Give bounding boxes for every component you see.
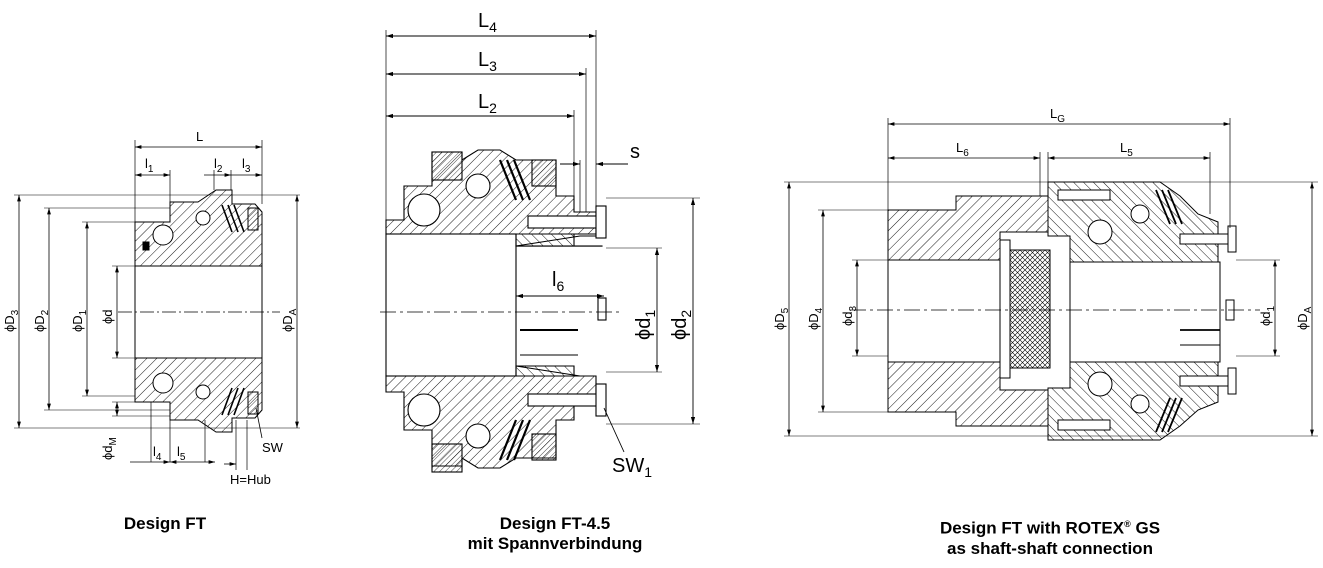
caption-design-ft: Design FT	[100, 514, 230, 534]
ft-label-dM: ϕdM	[100, 437, 119, 460]
ft-bore	[135, 266, 262, 358]
ft45-screw-lower	[528, 394, 598, 406]
ft-label-l4: l4	[153, 444, 162, 463]
ft45-screw-upper	[528, 216, 598, 228]
ft-ball-upper	[196, 211, 210, 225]
ftgs-right-bore	[1070, 262, 1220, 362]
ft-label-D3: ϕD3	[2, 309, 21, 332]
caption-design-ft45-line1: Design FT-4.5	[440, 514, 670, 534]
ft45-bearing-ball-upper	[408, 194, 440, 226]
ft-label-l5: l5	[177, 444, 186, 463]
ftgs-label-D4: ϕD4	[806, 307, 825, 330]
ft-label-d: ϕd	[100, 309, 115, 324]
design-ftgs-drawing	[784, 118, 1318, 440]
ftgs-label-D5: ϕD5	[772, 307, 791, 330]
ft45-screw-head-lower	[596, 384, 606, 416]
ftgs-left-hub-lower	[888, 362, 1048, 426]
caption-design-ft45: Design FT-4.5 mit Spannverbindung	[440, 514, 670, 554]
design-ft45-drawing	[380, 30, 700, 472]
ft-seal-upper	[143, 242, 149, 250]
ftgs-label-DA: ϕDA	[1295, 306, 1314, 330]
ft45-bearing-ball-lower	[408, 394, 440, 426]
ft-bearing-ball-upper	[153, 225, 173, 245]
ftgs-screw-upper-1	[1058, 190, 1110, 200]
ft45-label-SW1: SW1	[612, 455, 652, 480]
ftgs-label-d1: ϕd1	[1258, 305, 1277, 326]
ftgs-label-L5: L5	[1120, 140, 1133, 159]
ft45-label-L4: L4	[478, 10, 497, 35]
ft-label-SW: SW	[262, 440, 284, 455]
ftgs-screw-lower-1	[1058, 420, 1110, 430]
caption-ftgs-line1-text: Design FT with ROTEX	[940, 519, 1124, 538]
ftgs-left-bore	[888, 260, 1000, 362]
caption-design-ftgs-line1: Design FT with ROTEX® GS	[900, 514, 1200, 539]
ftgs-ball-lower	[1131, 395, 1149, 413]
ft45-nut-lower	[532, 434, 556, 460]
caption-design-ft-text: Design FT	[124, 514, 206, 533]
caption-ftgs-registered-mark: ®	[1124, 519, 1131, 529]
ft45-outer-ring-lower	[432, 444, 462, 472]
ft45-label-L3: L3	[478, 49, 497, 74]
ftgs-bearing-ball-lower	[1088, 372, 1112, 396]
ft45-outer-ring-upper	[432, 152, 462, 180]
ftgs-spider	[1010, 250, 1050, 368]
ft45-ball-upper	[466, 174, 490, 198]
ft-label-l2: l2	[214, 156, 223, 175]
ft-nut-upper	[248, 208, 258, 230]
ft45-nut-upper	[532, 160, 556, 186]
ft-label-L: L	[196, 129, 203, 144]
ftgs-label-d3: ϕd3	[840, 305, 859, 326]
caption-ftgs-line1-suffix: GS	[1131, 519, 1160, 538]
ftgs-ball-upper	[1131, 205, 1149, 223]
caption-design-ftgs-line2: as shaft-shaft connection	[900, 539, 1200, 559]
ft-label-DA: ϕDA	[280, 308, 299, 332]
ft-label-D2: ϕD2	[32, 309, 51, 332]
ft-bearing-ball-lower	[153, 373, 173, 393]
caption-design-ft45-line2: mit Spannverbindung	[440, 534, 670, 554]
ft45-label-l6: l6	[552, 269, 564, 294]
ft45-screw-head-upper	[596, 206, 606, 238]
ft-label-l1: l1	[145, 156, 154, 175]
ft45-label-s: s	[630, 141, 640, 163]
ft45-ball-lower	[466, 424, 490, 448]
ft-label-hub: H=Hub	[230, 472, 271, 487]
ft45-label-L2: L2	[478, 91, 497, 116]
ft45-label-d1: ϕd1	[633, 310, 658, 340]
ft-label-l3: l3	[242, 156, 251, 175]
ft-ball-lower	[196, 385, 210, 399]
ft45-leader-SW1	[604, 408, 624, 452]
ftgs-label-LG: LG	[1050, 106, 1065, 125]
ft45-bore	[386, 234, 516, 376]
ft-label-D1: ϕD1	[70, 309, 89, 332]
ft45-label-d2: ϕd2	[669, 310, 694, 340]
caption-design-ftgs: Design FT with ROTEX® GS as shaft-shaft …	[900, 514, 1200, 559]
ftgs-bearing-ball-upper	[1088, 220, 1112, 244]
design-ft-drawing	[14, 140, 300, 470]
ft45-slot-mid	[598, 298, 606, 320]
ftgs-label-L6: L6	[956, 140, 969, 159]
